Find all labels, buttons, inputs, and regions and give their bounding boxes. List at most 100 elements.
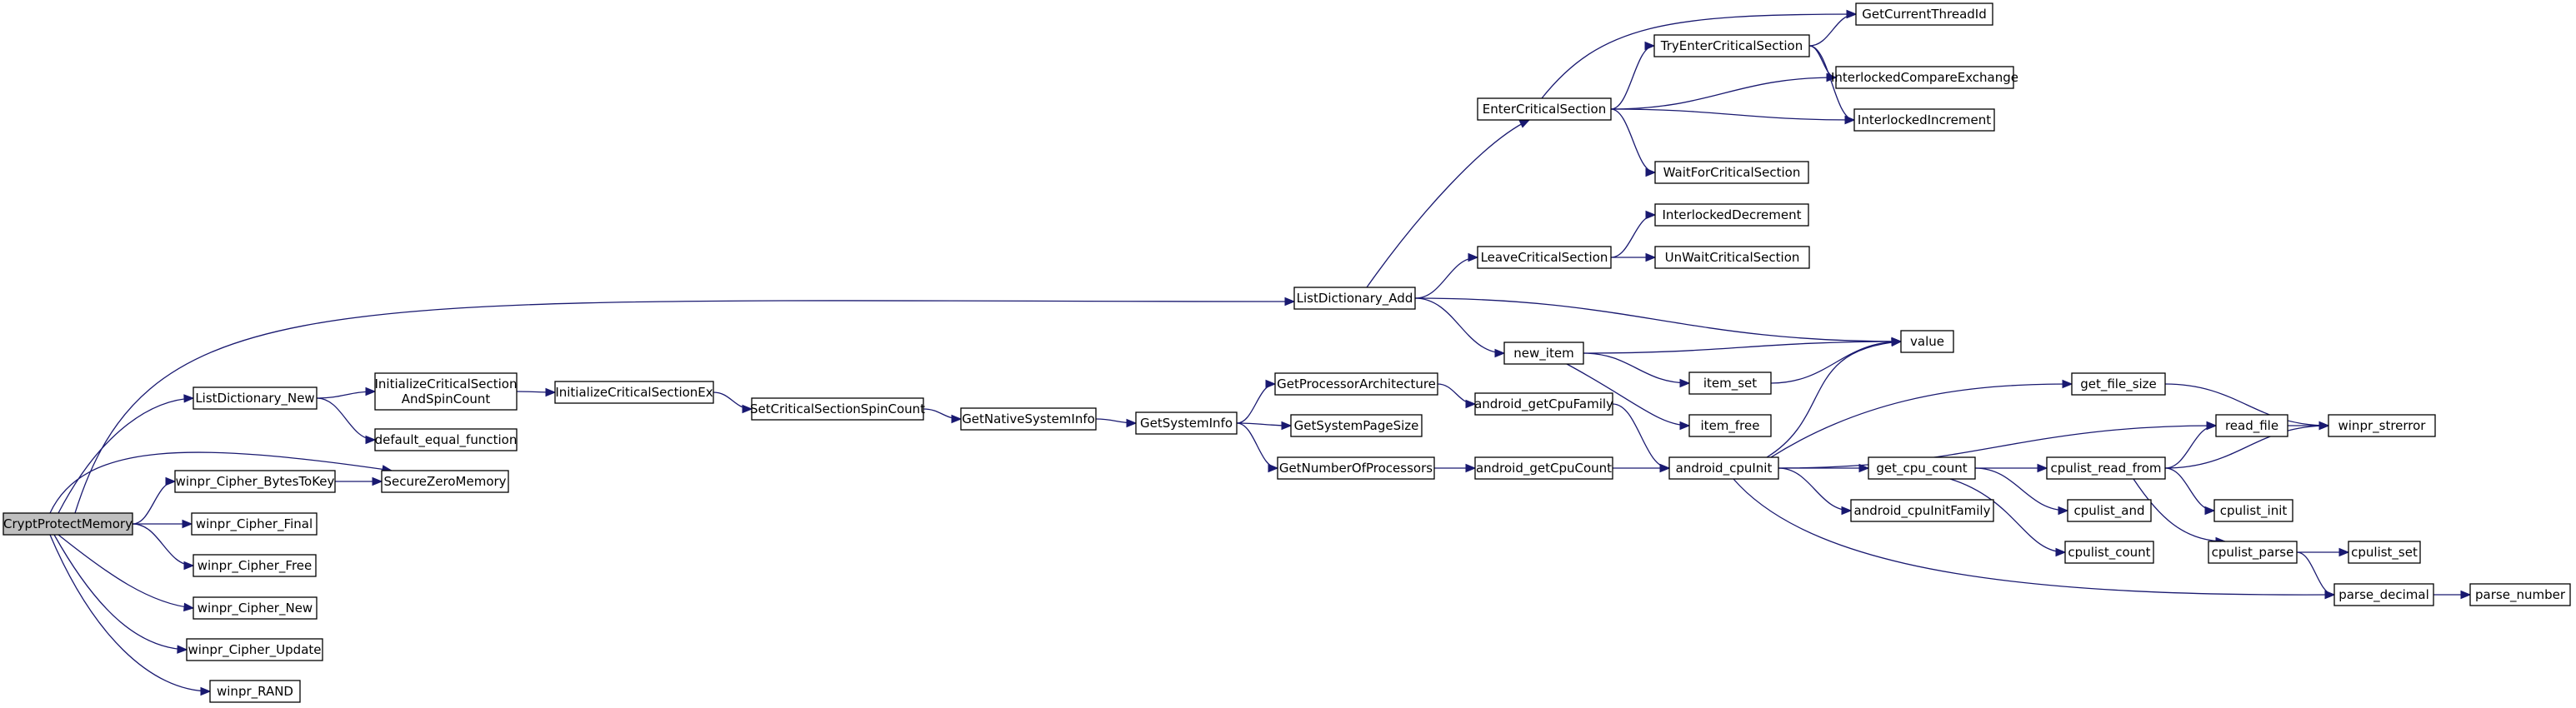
edge-new-item-to-item-free xyxy=(1566,363,1691,431)
edge-cpulist-read-from-to-read-file xyxy=(2164,421,2218,469)
edge-crypt-protect-memory-to-winpr-cipher-bytes-to-key xyxy=(132,476,177,525)
node-get-cpu-count[interactable]: get_cpu_count xyxy=(1868,456,1976,480)
node-enter-critical-section[interactable]: EnterCriticalSection xyxy=(1477,97,1612,121)
node-winpr-strerror[interactable]: winpr_strerror xyxy=(2328,414,2436,437)
node-parse-number[interactable]: parse_number xyxy=(2469,583,2571,606)
node-box xyxy=(1688,414,1772,437)
edge-enter-critical-section-to-wait-for-critical-section xyxy=(1610,108,1657,177)
edge-android-cpu-init-to-android-cpu-init-family xyxy=(1778,467,1853,516)
node-parse-decimal[interactable]: parse_decimal xyxy=(2333,583,2434,606)
node-label: TryEnterCriticalSection xyxy=(1660,38,1803,53)
node-box xyxy=(1135,411,1238,435)
node-wait-for-critical-section[interactable]: WaitForCriticalSection xyxy=(1654,161,1809,184)
node-get-native-system-info[interactable]: GetNativeSystemInfo xyxy=(960,407,1097,431)
edge-enter-critical-section-to-try-enter-critical-section xyxy=(1610,41,1656,110)
edge-get-cpu-count-to-cpulist-count xyxy=(1949,478,2067,557)
edge-winpr-cipher-bytes-to-key-to-secure-zero-memory xyxy=(335,476,383,486)
node-box xyxy=(374,428,518,451)
node-cpulist-parse[interactable]: cpulist_parse xyxy=(2208,541,2298,564)
arrowhead-icon xyxy=(200,686,212,696)
node-item-free[interactable]: item_free xyxy=(1688,414,1772,437)
node-android-get-cpu-count[interactable]: android_getCpuCount xyxy=(1474,456,1613,480)
node-list-dictionary-add[interactable]: ListDictionary_Add xyxy=(1293,287,1416,310)
node-crypt-protect-memory[interactable]: CryptProtectMemory xyxy=(3,512,133,536)
edge-android-cpu-init-to-get-file-size xyxy=(1770,379,2073,458)
node-get-system-info[interactable]: GetSystemInfo xyxy=(1135,411,1238,435)
node-android-get-cpu-family[interactable]: android_getCpuFamily xyxy=(1474,392,1613,416)
node-value[interactable]: value xyxy=(1900,330,1954,353)
node-box xyxy=(2469,583,2571,606)
node-label: winpr_Cipher_Update xyxy=(188,642,321,658)
edge-crypt-protect-memory-to-winpr-cipher-final xyxy=(133,519,193,529)
node-initialize-critical-section-ex[interactable]: InitializeCriticalSectionEx xyxy=(554,381,714,404)
node-label: InitializeCriticalSection xyxy=(375,376,518,391)
node-read-file[interactable]: read_file xyxy=(2215,414,2288,437)
node-label: GetSystemPageSize xyxy=(1294,418,1419,433)
node-get-file-size[interactable]: get_file_size xyxy=(2071,372,2166,396)
node-interlocked-compare-exchange[interactable]: InterlockedCompareExchange xyxy=(1831,66,2018,89)
node-label: SecureZeroMemory xyxy=(383,474,506,489)
edge-enter-critical-section-to-interlocked-compare-exchange xyxy=(1610,72,1838,110)
node-box xyxy=(751,397,924,421)
node-secure-zero-memory[interactable]: SecureZeroMemory xyxy=(381,470,509,493)
node-label: get_file_size xyxy=(2080,376,2157,392)
node-get-current-thread-id[interactable]: GetCurrentThreadId xyxy=(1855,2,1993,26)
node-interlocked-increment[interactable]: InterlockedIncrement xyxy=(1853,108,1995,132)
node-label: ListDictionary_Add xyxy=(1297,291,1413,307)
arrowhead-icon xyxy=(1858,463,1870,473)
node-winpr-rand[interactable]: winpr_RAND xyxy=(209,680,301,703)
node-get-system-page-size[interactable]: GetSystemPageSize xyxy=(1290,414,1423,437)
arrowhead-icon xyxy=(365,386,377,396)
arrowhead-icon xyxy=(1265,379,1277,389)
node-item-set[interactable]: item_set xyxy=(1688,371,1772,395)
node-interlocked-decrement[interactable]: InterlockedDecrement xyxy=(1654,203,1809,227)
node-leave-critical-section[interactable]: LeaveCriticalSection xyxy=(1477,246,1612,269)
node-cpulist-set[interactable]: cpulist_set xyxy=(2348,541,2421,564)
arrowhead-icon xyxy=(1645,167,1657,177)
node-winpr-cipher-final[interactable]: winpr_Cipher_Final xyxy=(191,512,318,536)
node-winpr-cipher-update[interactable]: winpr_Cipher_Update xyxy=(186,638,323,661)
node-new-item[interactable]: new_item xyxy=(1503,342,1584,365)
node-label: winpr_Cipher_Final xyxy=(196,516,313,532)
node-label: item_set xyxy=(1703,376,1757,391)
node-label: winpr_Cipher_BytesToKey xyxy=(176,474,335,490)
node-cpulist-and[interactable]: cpulist_and xyxy=(2067,499,2152,522)
node-get-number-of-processors[interactable]: GetNumberOfProcessors xyxy=(1277,456,1435,480)
edge-android-get-cpu-family-to-android-cpu-init xyxy=(1612,403,1671,473)
node-label: cpulist_set xyxy=(2351,545,2418,561)
node-label: read_file xyxy=(2225,418,2278,434)
edge-try-enter-critical-section-to-interlocked-increment xyxy=(1808,45,1856,125)
edge-get-system-info-to-get-number-of-processors xyxy=(1236,422,1279,473)
node-get-processor-architecture[interactable]: GetProcessorArchitecture xyxy=(1274,372,1438,396)
node-set-critical-section-spin-count[interactable]: SetCriticalSectionSpinCount xyxy=(750,397,925,421)
arrowhead-icon xyxy=(1891,337,1903,347)
node-cpulist-count[interactable]: cpulist_count xyxy=(2064,541,2154,564)
node-winpr-cipher-new[interactable]: winpr_Cipher_New xyxy=(193,596,318,620)
edge-android-cpu-init-to-value xyxy=(1766,337,1903,458)
node-winpr-cipher-bytes-to-key[interactable]: winpr_Cipher_BytesToKey xyxy=(174,470,336,493)
node-box xyxy=(1654,246,1810,269)
node-default-equal-function[interactable]: default_equal_function xyxy=(374,428,518,451)
node-try-enter-critical-section[interactable]: TryEnterCriticalSection xyxy=(1653,34,1810,57)
node-box xyxy=(2333,583,2434,606)
node-android-cpu-init[interactable]: android_cpuInit xyxy=(1668,456,1779,480)
arrowhead-icon xyxy=(1846,9,1858,19)
node-box xyxy=(2064,541,2154,564)
node-box xyxy=(1293,287,1416,310)
edge-layer xyxy=(49,9,2472,696)
edge-cpulist-read-from-to-winpr-strerror xyxy=(2164,421,2330,469)
node-box xyxy=(2348,541,2421,564)
node-winpr-cipher-free[interactable]: winpr_Cipher_Free xyxy=(193,554,317,577)
node-un-wait-critical-section[interactable]: UnWaitCriticalSection xyxy=(1654,246,1810,269)
edge-crypt-protect-memory-to-list-dictionary-new xyxy=(58,394,195,514)
node-cpulist-read-from[interactable]: cpulist_read_from xyxy=(2046,456,2166,480)
edge-initialize-critical-section-and-spin-count-to-initialize-critical-section-ex xyxy=(516,387,557,397)
edge-set-critical-section-spin-count-to-get-native-system-info xyxy=(923,408,963,424)
node-label: InterlockedCompareExchange xyxy=(1831,70,2018,85)
node-android-cpu-init-family[interactable]: android_cpuInitFamily xyxy=(1850,499,1994,522)
node-list-dictionary-new[interactable]: ListDictionary_New xyxy=(193,386,318,410)
edge-list-dictionary-new-to-initialize-critical-section-and-spin-count xyxy=(316,386,377,399)
arrowhead-icon xyxy=(2037,463,2048,473)
node-cpulist-init[interactable]: cpulist_init xyxy=(2213,499,2293,522)
